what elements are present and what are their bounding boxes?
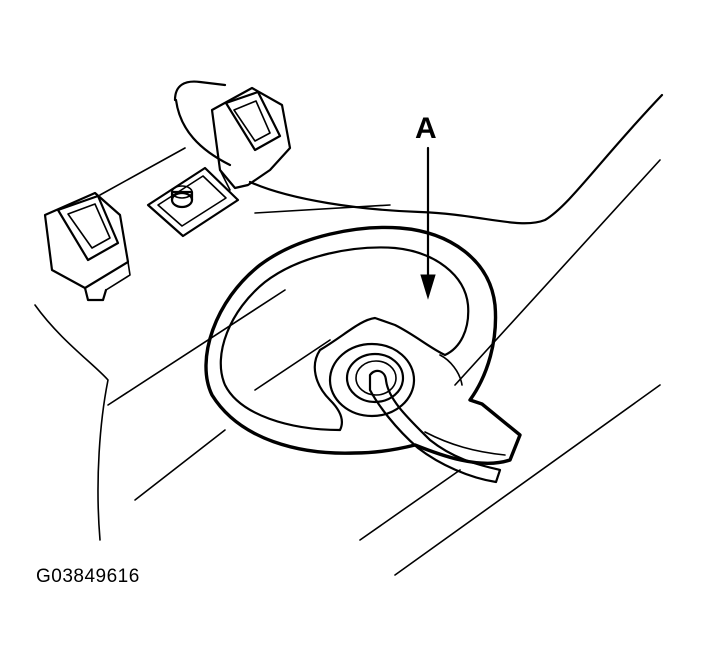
floor-diagonal-mid bbox=[359, 469, 461, 541]
floor-crease-2 bbox=[134, 429, 226, 501]
floor-crease-3 bbox=[254, 339, 331, 391]
callout-arrow bbox=[420, 146, 436, 300]
floor-seam-top-2 bbox=[254, 204, 391, 214]
anchor-bolt-icon bbox=[146, 166, 240, 238]
floor-panel-lines bbox=[34, 80, 664, 576]
floor-diagonal-right-1 bbox=[454, 159, 661, 386]
wire-grommet-icon bbox=[328, 342, 506, 484]
trim-cover-outer bbox=[204, 225, 522, 465]
floor-edge-left bbox=[34, 304, 109, 541]
floor-seam-top bbox=[99, 147, 186, 196]
callout-label: A bbox=[415, 112, 437, 145]
floor-diagonal-right-2 bbox=[394, 384, 661, 576]
trim-cover-inner bbox=[219, 246, 470, 432]
figure-id: G03849616 bbox=[36, 566, 140, 587]
floor-crease-1 bbox=[107, 289, 286, 406]
seat-belt-buckle-left-icon bbox=[43, 191, 131, 302]
wire-harness bbox=[368, 369, 502, 484]
body-panel-curve bbox=[173, 80, 664, 225]
seat-belt-buckle-right-icon bbox=[210, 86, 292, 191]
carpet-trim-cover bbox=[204, 225, 522, 465]
